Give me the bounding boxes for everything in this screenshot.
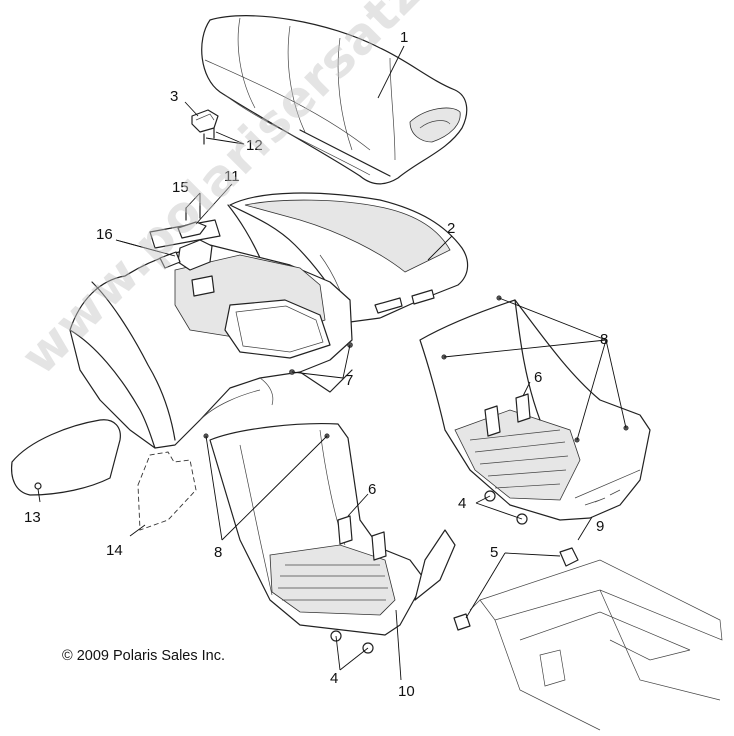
callout-10: 10 (398, 683, 415, 700)
callout-11: 11 (224, 168, 240, 185)
heat-shield-part (137, 451, 197, 531)
seat-part (201, 15, 468, 185)
copyright-text: © 2009 Polaris Sales Inc. (62, 648, 226, 664)
floor-mat-part (10, 419, 121, 496)
callout-5: 5 (490, 544, 498, 561)
callout-9: 9 (596, 518, 604, 535)
callout-4: 4 (330, 670, 338, 687)
callout-14: 14 (106, 542, 123, 559)
left-footwell-part (209, 423, 456, 636)
callout-3: 3 (170, 88, 178, 105)
callout-2: 2 (447, 220, 455, 237)
bracket-part (191, 109, 219, 145)
frame-part (453, 547, 723, 731)
rear-fender-part (227, 192, 469, 323)
callout-13: 13 (24, 509, 41, 526)
right-footwell-part (419, 299, 651, 521)
leader-lines (37, 45, 627, 681)
callout-4: 4 (458, 495, 466, 512)
callout-7: 7 (345, 372, 353, 389)
callout-1: 1 (400, 29, 408, 46)
callout-8: 8 (600, 331, 608, 348)
callout-12: 12 (246, 137, 263, 154)
latch-plate-part (177, 205, 207, 239)
callout-6: 6 (534, 369, 542, 386)
callout-6: 6 (368, 481, 376, 498)
callout-8: 8 (214, 544, 222, 561)
callout-16: 16 (96, 226, 113, 243)
callout-15: 15 (172, 179, 189, 196)
